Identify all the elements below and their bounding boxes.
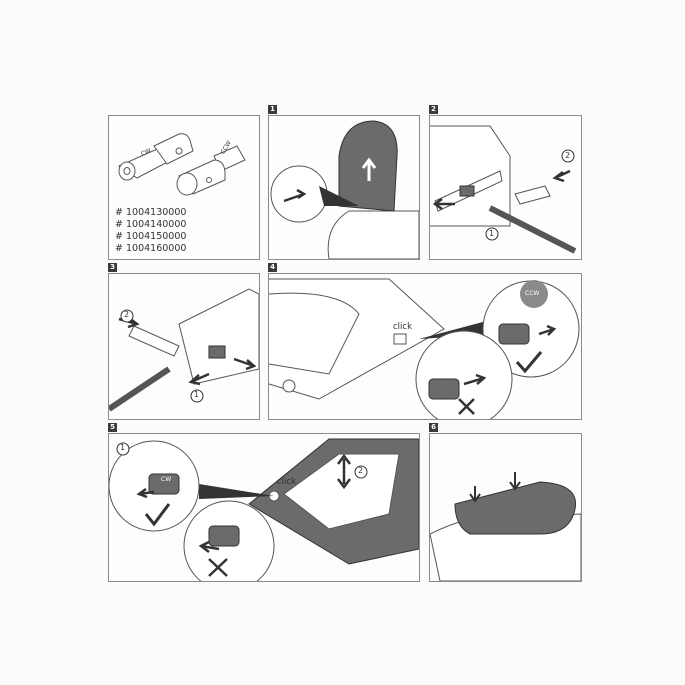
- click-label: click: [393, 322, 412, 332]
- step-6-panel: [429, 433, 582, 582]
- step-2-marker-1: 1: [489, 229, 495, 238]
- click-label: click: [277, 477, 296, 487]
- step-badge-2: 2: [429, 105, 438, 114]
- step-badge-3: 3: [108, 263, 117, 272]
- cw-label: CW: [161, 476, 172, 483]
- step-1-panel: [268, 115, 420, 260]
- hinge-adapters-illustration: [117, 133, 246, 196]
- step-5-panel: click CW 1 2: [108, 433, 420, 582]
- part-number: # 1004140000: [115, 219, 187, 230]
- step-badge-6: 6: [429, 423, 438, 432]
- step-2-panel: 1 2: [429, 115, 582, 260]
- ccw-label: CCW: [525, 290, 540, 297]
- step-3-panel: 1 2: [108, 273, 260, 420]
- attach-cw-hinge-illustration: [109, 438, 419, 581]
- part-number: # 1004150000: [115, 231, 187, 242]
- step-5-marker-1: 1: [120, 443, 126, 452]
- step-badge-1: 1: [268, 105, 277, 114]
- part-number: # 1004160000: [115, 243, 187, 254]
- part-number: # 1004130000: [115, 207, 187, 218]
- step-5-marker-2: 2: [358, 466, 364, 475]
- step-badge-5: 5: [108, 423, 117, 432]
- close-seat-illustration: [430, 472, 581, 581]
- step-2-marker-2: 2: [565, 151, 571, 160]
- insert-hinge-illustration: [109, 288, 259, 412]
- step-3-marker-1: 1: [194, 390, 200, 399]
- parts-panel: CW CCW # 1004130000 # 1004140000 # 10041…: [108, 115, 260, 260]
- step-3-marker-2: 2: [124, 310, 130, 319]
- part-number-list: # 1004130000 # 1004140000 # 1004150000 #…: [115, 207, 186, 255]
- attach-ccw-hinge-illustration: [269, 278, 580, 419]
- step-badge-4: 4: [268, 263, 277, 272]
- remove-hinge-illustration: [430, 125, 577, 254]
- step-4-panel: click CCW: [268, 273, 582, 420]
- lift-seat-illustration: [270, 120, 419, 259]
